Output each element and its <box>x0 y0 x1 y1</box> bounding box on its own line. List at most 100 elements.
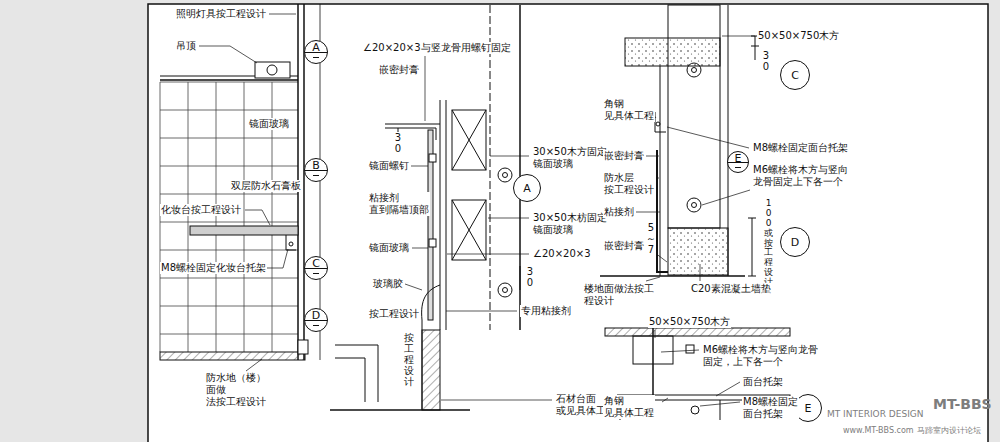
vertical-dimension-label: 100或按工程设计 <box>764 199 773 288</box>
drawing-stroke <box>656 122 660 126</box>
callout-letter: E <box>728 152 748 164</box>
drawing-stroke <box>447 254 529 255</box>
drawing-stroke <box>190 226 298 235</box>
callout-letter: A <box>305 41 327 53</box>
drawing-stroke <box>668 228 728 275</box>
drawing-stroke <box>691 406 699 414</box>
annotation-label: 防水地（楼）面做 法按工程设计 <box>205 372 267 408</box>
drawing-stroke <box>160 352 305 360</box>
drawing-stroke <box>330 409 470 411</box>
drawing-stroke <box>702 190 750 205</box>
drawing-stroke <box>600 275 745 277</box>
annotation-label: 面台托架 <box>742 376 784 388</box>
annotation-label: M6螺栓将木方与竖向龙骨 固定，上下各一个 <box>702 344 819 368</box>
drawing-stroke <box>160 250 298 251</box>
annotation-label: M6螺栓将木方与竖向 龙骨固定上下各一个 <box>752 164 849 188</box>
drawing-stroke <box>662 398 668 402</box>
drawing-stroke <box>289 242 293 246</box>
drawing-stroke <box>440 100 441 330</box>
drawing-stroke <box>412 248 428 249</box>
callout-letter: B <box>305 159 327 171</box>
annotation-label: 按工程设计 <box>368 308 420 320</box>
annotation-label: 50×50×750木方 <box>648 316 731 328</box>
detail-callout-circle: D <box>304 308 328 332</box>
drawing-stroke <box>687 198 701 212</box>
drawing-stroke <box>519 5 521 330</box>
drawing-stroke <box>160 4 790 420</box>
drawing-stroke <box>429 239 436 247</box>
drawing-stroke <box>692 68 697 73</box>
drawing-stroke <box>160 110 298 111</box>
callout-letter: A <box>514 175 540 194</box>
drawing-stroke <box>446 100 447 330</box>
drawing-stroke <box>446 311 517 312</box>
drawing-stroke <box>286 235 296 250</box>
annotation-label: M8螺栓固定化妆台托架 <box>160 262 267 274</box>
annotation-label: ∠20×20×3与竖龙骨用螺钉固定 <box>362 42 512 54</box>
drawing-stroke <box>503 288 508 293</box>
annotation-label: 照明灯具按工程设计 <box>175 8 267 20</box>
callout-dash <box>735 167 741 168</box>
annotation-label: 化妆台按工程设计 <box>160 204 242 216</box>
drawing-stroke <box>160 306 298 307</box>
drawing-stroke <box>661 350 699 352</box>
drawing-stroke <box>490 156 529 157</box>
callout-letter: C <box>305 257 327 269</box>
drawing-stroke <box>498 283 512 297</box>
drawing-stroke <box>452 110 486 170</box>
drawing-stroke <box>160 82 298 352</box>
vertical-dimension-label: 5～7 <box>646 222 656 255</box>
drawing-stroke <box>335 345 378 402</box>
annotation-label: M8螺栓固定面台托架 <box>752 142 849 154</box>
drawing-stroke <box>657 150 668 272</box>
watermark: MT INTERIOR DESIGN <box>826 409 925 420</box>
annotation-label: 镜面玻璃 <box>368 242 410 254</box>
drawing-stroke <box>199 46 257 63</box>
annotation-label: M8螺栓固定 面台托架 <box>742 396 799 420</box>
annotation-label: 防水层 按工程设计 <box>603 172 655 196</box>
drawing-stroke <box>269 14 296 15</box>
annotation-label: 30×50木方固定 镜面玻璃 <box>532 146 608 170</box>
drawing-stroke <box>660 66 661 276</box>
drawing-stroke <box>686 345 694 353</box>
drawing-stroke <box>411 166 428 167</box>
vertical-dimension-label: 30 <box>761 50 771 72</box>
watermark: www.MT-BBS.com <box>842 426 915 436</box>
drawing-stroke <box>452 200 486 260</box>
drawing-stroke <box>160 138 298 139</box>
drawing-stroke <box>429 154 436 162</box>
drawing-stroke <box>298 340 308 354</box>
drawing-stroke <box>160 82 161 352</box>
drawing-stroke <box>199 14 755 406</box>
drawing-stroke <box>405 284 422 290</box>
drawing-stroke <box>452 110 486 170</box>
annotation-label: 角钢 见具体工程 <box>603 98 655 122</box>
annotation-label: 粘接剂 <box>603 206 635 218</box>
drawing-stroke <box>452 200 486 260</box>
callout-dash <box>313 175 319 176</box>
drawing-stroke <box>244 82 245 352</box>
drawing-stroke <box>425 56 426 121</box>
drawing-stroke <box>668 5 720 228</box>
drawing-stroke <box>488 218 529 219</box>
drawing-stroke <box>667 127 749 148</box>
drawing-stroke <box>245 210 270 225</box>
annotation-label: 专用粘接剂 <box>520 305 572 317</box>
annotation-label: 玻璃胶 <box>372 278 404 290</box>
drawing-stroke <box>441 400 552 401</box>
drawing-stroke <box>625 38 720 66</box>
drawing-stroke <box>266 249 288 268</box>
detail-callout-circle: E <box>727 151 749 173</box>
drawing-stroke <box>700 402 740 406</box>
detail-callout-circle: A <box>304 40 328 64</box>
annotation-label: 吊顶 <box>175 40 197 52</box>
drawing-stroke <box>605 328 790 336</box>
drawing-stroke <box>498 168 512 182</box>
drawing-stroke <box>692 203 697 208</box>
drawing-stroke <box>655 330 656 338</box>
vertical-dimension-label: 30 <box>525 266 535 288</box>
drawing-stroke <box>160 278 298 279</box>
drawing-stroke <box>748 218 756 276</box>
detail-callout-circle: C <box>780 60 810 90</box>
